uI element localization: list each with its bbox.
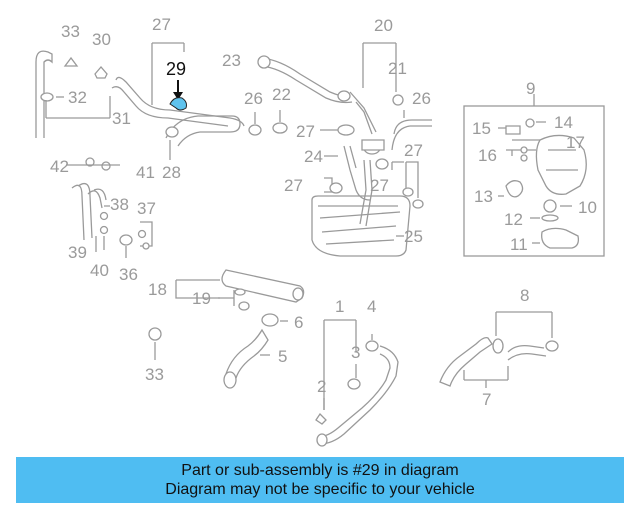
callout-31: 30 [92, 30, 111, 49]
part-group-thermostat-box [463, 94, 605, 257]
callout-38: 38 [110, 195, 129, 214]
callout-33: 31 [112, 109, 131, 128]
callout-21: 21 [388, 59, 407, 78]
callout-17: 17 [566, 133, 585, 152]
callout-8: 8 [520, 286, 529, 305]
callout-2: 2 [317, 377, 326, 396]
callout-26: 26 [412, 89, 431, 108]
parts-diagram: 29 33 30 27 32 31 42 41 28 38 37 39 40 3… [35, 15, 605, 447]
callout-42: 42 [50, 157, 69, 176]
part-group-bottom-right [439, 311, 559, 388]
callout-16: 16 [478, 146, 497, 165]
callout-34: 32 [68, 88, 87, 107]
callout-5: 5 [278, 347, 287, 366]
callout-28: 27 [152, 15, 171, 34]
callout-14: 14 [554, 113, 573, 132]
callout-40: 40 [90, 261, 109, 280]
callout-27c: 27 [370, 176, 389, 195]
callout-36: 36 [119, 265, 138, 284]
banner-line-2: Diagram may not be specific to your vehi… [165, 481, 475, 498]
callout-15: 15 [472, 119, 491, 138]
callout-13: 13 [474, 187, 493, 206]
callout-22: 22 [272, 85, 291, 104]
callout-37: 37 [137, 199, 156, 218]
callout-6: 6 [294, 313, 303, 332]
callout-18: 18 [148, 280, 167, 299]
callout-27b: 27 [284, 176, 303, 195]
callout-35a: 33 [61, 22, 80, 41]
callout-41: 41 [136, 163, 155, 182]
callout-labels: 33 30 27 32 31 42 41 28 38 37 39 40 36 2… [50, 15, 597, 409]
part-group-upper-left [35, 42, 245, 258]
banner-line-1: Part or sub-assembly is #29 in diagram [181, 462, 459, 479]
callout-4: 4 [367, 297, 376, 316]
callout-39: 39 [68, 243, 87, 262]
label-29: 29 [166, 59, 186, 79]
info-banner: Part or sub-assembly is #29 in diagram D… [16, 457, 624, 503]
callout-24: 24 [304, 147, 323, 166]
callout-7: 7 [482, 390, 491, 409]
highlighted-part-29: 29 [166, 59, 187, 111]
clamp-29-icon [169, 97, 187, 111]
callout-12: 12 [504, 210, 523, 229]
part-group-middle [148, 269, 305, 389]
callout-20: 20 [374, 16, 393, 35]
callout-11: 11 [510, 235, 528, 254]
callout-27a: 27 [296, 122, 315, 141]
callout-27d: 27 [404, 141, 423, 160]
callout-1: 1 [335, 297, 344, 316]
callout-19: 19 [192, 289, 211, 308]
part-group-upper-middle [248, 42, 432, 257]
callout-32: 28 [162, 163, 181, 182]
callout-35b: 33 [145, 365, 164, 384]
callout-9: 9 [526, 79, 535, 98]
callout-30: 26 [244, 89, 263, 108]
callout-3: 3 [351, 343, 360, 362]
part-group-bottom-middle [315, 319, 399, 447]
callout-10: 10 [578, 198, 597, 217]
callout-23: 23 [222, 51, 241, 70]
callout-25: 25 [404, 227, 423, 246]
